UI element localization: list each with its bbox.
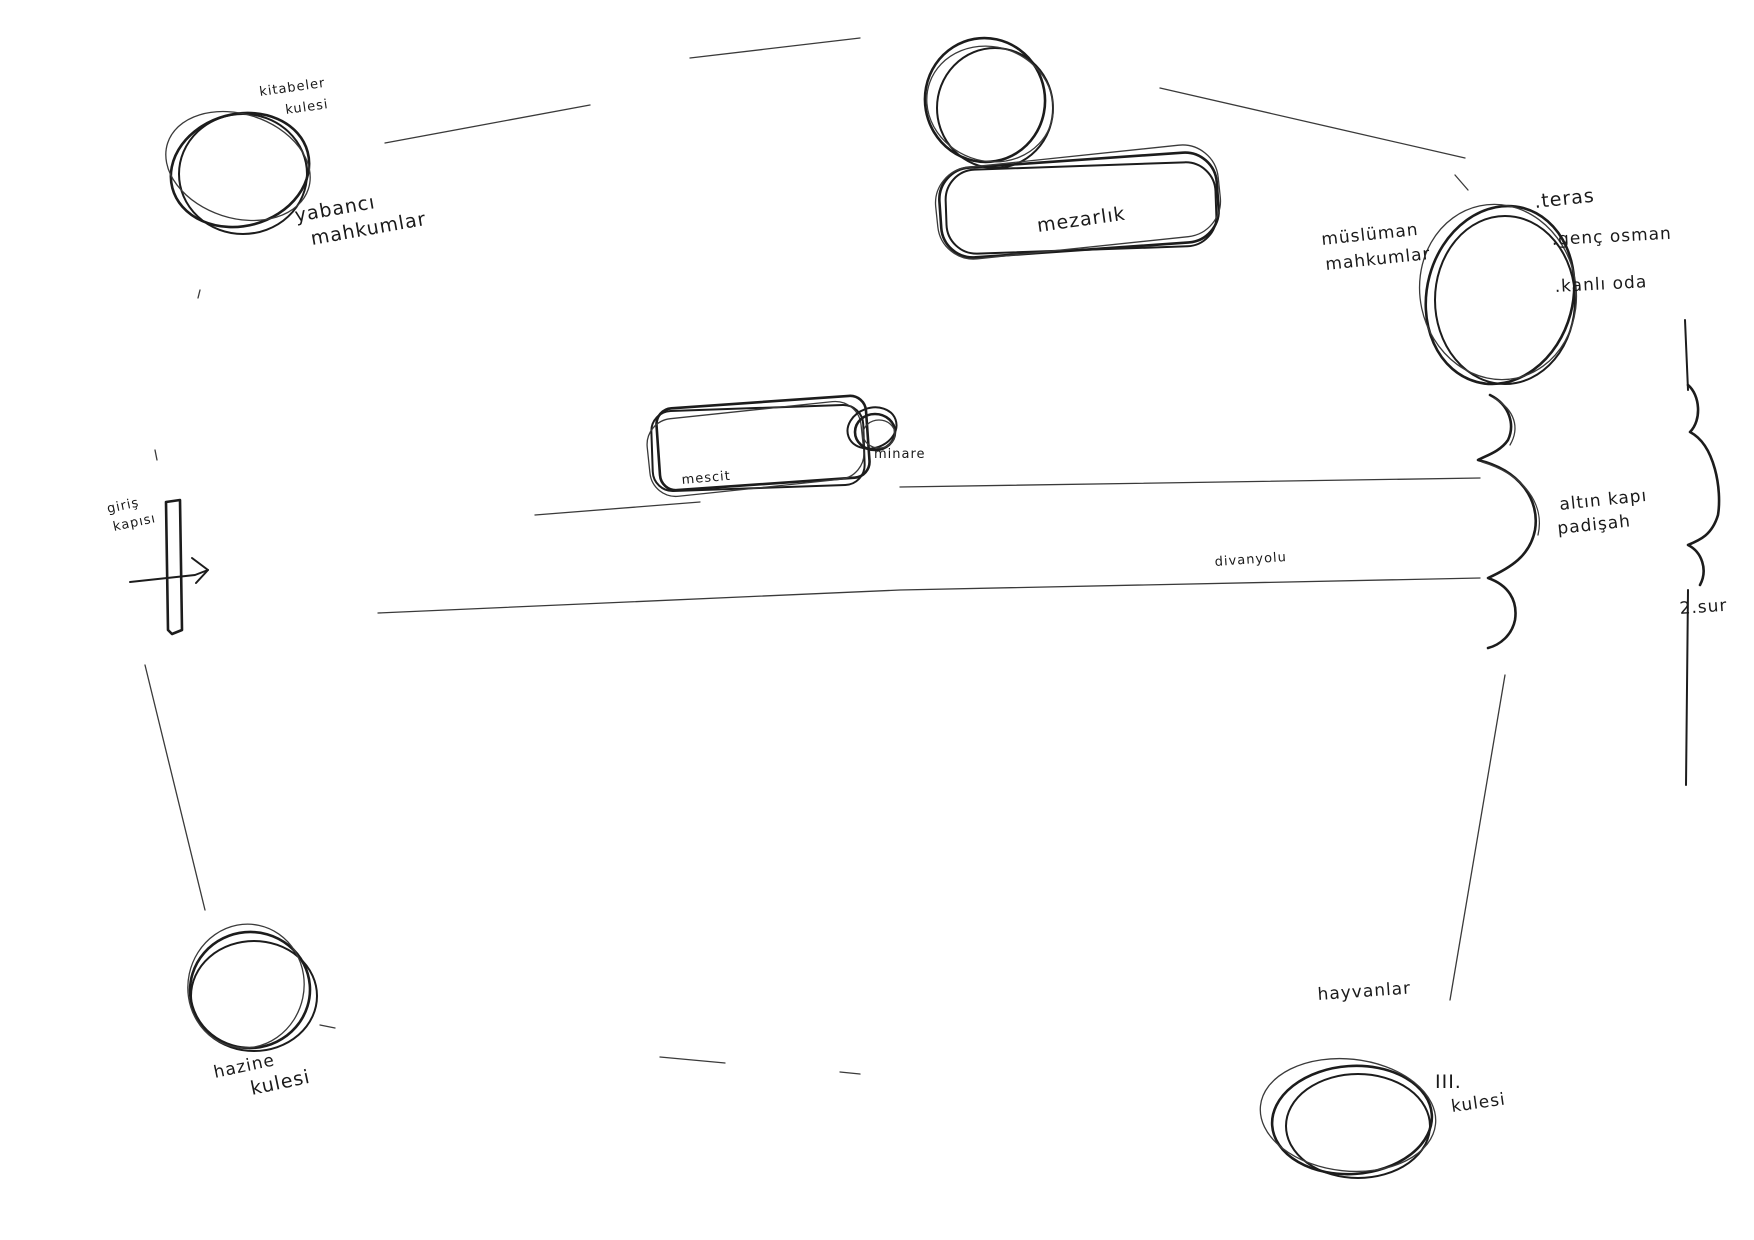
kitabeler-label-line2: kulesi	[284, 97, 329, 118]
mezarlik-label: mezarlık	[1036, 203, 1127, 237]
hazine-tower	[176, 913, 317, 1058]
outer-wall	[145, 38, 1505, 1074]
sur-label: 2.sur	[1679, 596, 1728, 619]
top-center-tower	[910, 29, 1069, 180]
minare-label: minare	[874, 447, 926, 462]
mescit-building	[645, 395, 871, 499]
kanli-oda-label: .kanlı oda	[1554, 272, 1648, 297]
second-wall	[1685, 320, 1719, 785]
mescit-label: mescit	[681, 469, 731, 488]
hayvanlar-label: hayvanlar	[1317, 979, 1412, 1005]
altin-kapi-label-line2: padişah	[1556, 511, 1631, 539]
third-label-line1: III.	[1435, 1071, 1462, 1093]
divanyolu-label: divanyolu	[1214, 550, 1287, 570]
roads	[378, 478, 1480, 613]
musluman-label-line2: mahkumlar	[1324, 244, 1431, 275]
labels: kitabeler kulesi yabancı mahkumlar mezar…	[106, 76, 1728, 1117]
third-label-line2: kulesi	[1450, 1090, 1507, 1117]
musluman-label-line1: müslüman	[1320, 220, 1419, 250]
genc-osman-label: .genç osman	[1551, 224, 1672, 250]
altin-kapi-bracket	[1478, 395, 1539, 648]
third-tower	[1255, 1050, 1442, 1180]
teras-label: .teras	[1533, 185, 1596, 213]
giris-label-line1: giriş	[106, 495, 141, 516]
kitabeler-label-line1: kitabeler	[258, 76, 326, 100]
altin-kapi-label-line1: altın kapı	[1558, 486, 1648, 515]
